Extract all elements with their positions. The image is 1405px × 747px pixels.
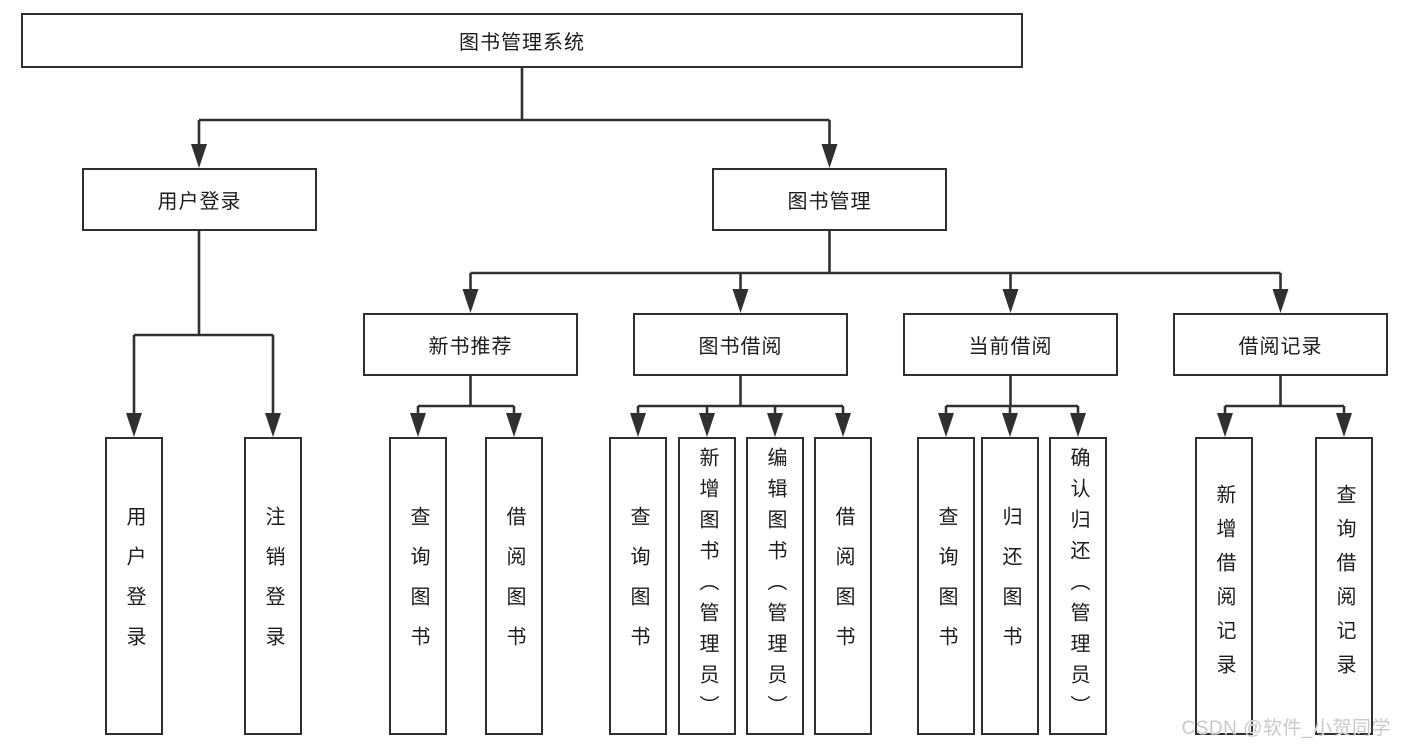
connector-borrow-record-to-leaves [1217, 376, 1352, 437]
leaf-return-book-label: 归还图书 [999, 506, 1021, 666]
leaf-confirm-return-admin-label: 确认归还（管理员） [1067, 446, 1089, 726]
connector-root-to-level1 [191, 68, 838, 168]
node-root-system: 图书管理系统 [21, 13, 1023, 68]
leaf-add-borrow-record: 新增借阅记录 [1195, 437, 1253, 735]
node-current-borrowing: 当前借阅 [903, 313, 1118, 376]
leaf-return-book: 归还图书 [981, 437, 1039, 735]
leaf-borrow-books-label: 借阅图书 [832, 506, 854, 666]
leaf-logout: 注销登录 [244, 437, 302, 735]
leaf-query-books-current-label: 查询图书 [935, 506, 957, 666]
leaf-add-borrow-record-label: 新增借阅记录 [1213, 484, 1235, 688]
leaf-edit-book-admin-label: 编辑图书（管理员） [764, 446, 786, 726]
leaf-query-books-newbook-label: 查询图书 [407, 506, 429, 666]
leaf-borrow-books: 借阅图书 [814, 437, 872, 735]
leaf-user-login-label: 用户登录 [123, 506, 145, 666]
connector-book-borrow-to-leaves [630, 376, 851, 437]
leaf-query-books-current: 查询图书 [917, 437, 975, 735]
leaf-query-borrow-record: 查询借阅记录 [1315, 437, 1373, 735]
node-book-borrowing: 图书借阅 [633, 313, 848, 376]
leaf-add-book-admin-label: 新增图书（管理员） [696, 446, 718, 726]
node-new-book-recommend: 新书推荐 [363, 313, 578, 376]
leaf-add-book-admin: 新增图书（管理员） [678, 437, 736, 735]
connector-new-book-to-leaves [410, 376, 522, 437]
leaf-edit-book-admin: 编辑图书（管理员） [746, 437, 804, 735]
leaf-confirm-return-admin: 确认归还（管理员） [1049, 437, 1107, 735]
leaf-borrow-books-newbook-label: 借阅图书 [503, 506, 525, 666]
leaf-logout-label: 注销登录 [262, 506, 284, 666]
connector-current-borrow-to-leaves [938, 376, 1086, 437]
connector-book-mgmt-to-level2 [462, 231, 1289, 313]
connector-user-login-to-leaves [126, 231, 281, 437]
leaf-borrow-books-newbook: 借阅图书 [485, 437, 543, 735]
leaf-query-books-borrow: 查询图书 [609, 437, 667, 735]
node-user-login: 用户登录 [82, 168, 317, 231]
leaf-query-books-borrow-label: 查询图书 [627, 506, 649, 666]
leaf-user-login: 用户登录 [105, 437, 163, 735]
leaf-query-books-newbook: 查询图书 [389, 437, 447, 735]
node-book-management: 图书管理 [712, 168, 947, 231]
leaf-query-borrow-record-label: 查询借阅记录 [1333, 484, 1355, 688]
node-borrow-records: 借阅记录 [1173, 313, 1388, 376]
